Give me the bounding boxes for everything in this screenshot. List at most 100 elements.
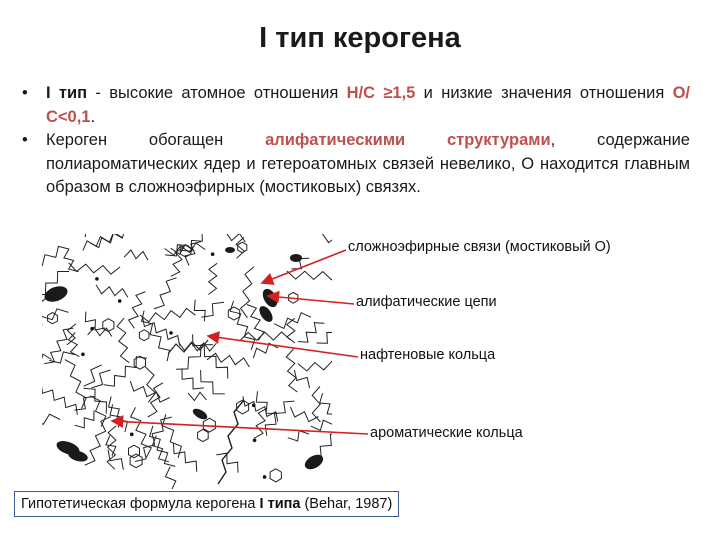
aliphatic-chain <box>42 386 78 415</box>
aliphatic-chain <box>201 301 225 318</box>
ester-bridge <box>210 252 215 256</box>
naphthene-ring <box>236 399 250 415</box>
aliphatic-chain <box>170 243 195 255</box>
aliphatic-chain <box>229 300 256 350</box>
aliphatic-chain <box>42 245 70 267</box>
aliphatic-chain <box>140 310 171 362</box>
hc-ratio: Н/С ≥1,5 <box>346 84 416 102</box>
aliphatic-chain <box>184 241 202 266</box>
figure-caption: Гипотетическая формула керогена I типа (… <box>14 491 400 517</box>
label-ester-bonds: сложноэфирные связи (мостиковый О) <box>348 239 611 255</box>
aliphatic-chain <box>242 396 279 422</box>
aliphatic-chain <box>293 369 311 389</box>
aliphatic-chain <box>187 391 207 402</box>
bullet-lead: I тип <box>46 84 88 102</box>
aromatic-cluster <box>44 286 68 302</box>
aliphatic-chain <box>226 234 246 243</box>
aliphatic-chain <box>310 419 332 432</box>
bullet-text: . <box>90 107 96 126</box>
diagram-background <box>42 234 332 489</box>
aliphatic-chain <box>164 466 177 489</box>
label-naphthene-rings: нафтеновые кольца <box>360 347 496 363</box>
aliphatic-chain <box>95 284 129 298</box>
aliphatic-chain <box>286 270 332 281</box>
aliphatic-chain <box>246 304 265 341</box>
aliphatic-chain <box>297 322 325 343</box>
aliphatic-chain <box>253 407 268 439</box>
aliphatic-chain <box>216 452 239 473</box>
aliphatic-chain <box>116 317 130 364</box>
aromatic-cluster <box>68 450 88 462</box>
aliphatic-chain <box>285 317 296 344</box>
aliphatic-chain <box>264 400 295 436</box>
aliphatic-chain <box>200 370 225 395</box>
aliphatic-chain <box>235 236 246 259</box>
aliphatic-chain <box>165 244 189 257</box>
aliphatic-chain <box>134 416 172 462</box>
aliphatic-chain <box>89 395 107 427</box>
aliphatic-chain <box>83 387 108 414</box>
aliphatic-chain <box>42 413 61 425</box>
bullet-text: - высокие атомное отношения <box>87 84 347 102</box>
ester-bridge <box>90 326 94 331</box>
ester-bridge <box>252 438 257 443</box>
aliphatic-chain <box>123 249 149 261</box>
ester-bridge <box>251 403 256 408</box>
aliphatic-chain <box>127 291 146 329</box>
aliphatic-chain <box>148 425 176 467</box>
kerogen-structure-diagram <box>42 234 332 489</box>
aliphatic-chain <box>68 262 121 275</box>
caption-prefix: Гипотетическая формула керогена <box>21 496 260 512</box>
aliphatic-chain <box>181 368 204 390</box>
aliphatic-chain <box>141 316 181 346</box>
aliphatic-chain <box>147 382 164 418</box>
aliphatic-chain <box>239 331 291 341</box>
arrow-ester <box>260 249 347 285</box>
aliphatic-chain <box>297 360 332 372</box>
aromatic-cluster <box>225 247 235 253</box>
aliphatic-chain <box>321 234 332 244</box>
aliphatic-chain <box>255 391 277 414</box>
aliphatic-chain <box>74 396 95 411</box>
aromatic-cluster <box>192 408 208 420</box>
aliphatic-chain <box>107 396 129 433</box>
aliphatic-chain <box>287 430 310 442</box>
naphthene-ring <box>288 291 299 304</box>
naphthene-ring <box>128 444 140 459</box>
aliphatic-chain <box>42 271 70 295</box>
naphthene-ring <box>197 428 209 443</box>
aliphatic-chain <box>74 410 95 429</box>
naphthene-ring <box>129 453 143 469</box>
aliphatic-chain <box>42 353 52 360</box>
ester-bridge <box>129 432 134 437</box>
aliphatic-chain <box>153 277 177 310</box>
aliphatic-chain <box>129 407 152 458</box>
bullet-text: Кероген обогащен <box>46 131 266 149</box>
aliphatic-chain <box>84 311 105 331</box>
bullet-type-one: • I тип - высокие атомное отношения Н/С … <box>22 82 690 129</box>
kerogen-structure-image <box>42 234 332 489</box>
aliphatic-chain <box>145 366 157 403</box>
naphthene-ring <box>102 318 115 333</box>
aliphatic-chain <box>139 307 196 323</box>
ester-bridge <box>117 299 122 303</box>
aromatic-cluster <box>259 306 273 322</box>
aliphatic-chain <box>206 352 250 368</box>
aliphatic-chain <box>84 416 112 466</box>
aliphatic-chain <box>285 348 298 393</box>
bullet-kerogen: • Кероген обогащен алифатическими структ… <box>22 129 690 200</box>
aliphatic-chain <box>217 399 245 485</box>
aliphatic-chain <box>67 332 80 358</box>
naphthene-ring <box>47 312 58 325</box>
oc-ratio: О/С<0,1 <box>46 84 691 126</box>
aliphatic-chain <box>239 266 255 319</box>
ester-bridge <box>262 475 267 479</box>
aliphatic-chain <box>172 442 198 472</box>
naphthene-ring <box>202 417 216 433</box>
ester-bridge <box>169 331 173 335</box>
aliphatic-chain <box>207 262 218 295</box>
caption-type: I типа <box>259 496 301 512</box>
aliphatic-chain <box>63 248 79 273</box>
label-aliphatic-chains: алифатические цепи <box>356 294 497 310</box>
arrow-aromatic <box>110 415 369 435</box>
